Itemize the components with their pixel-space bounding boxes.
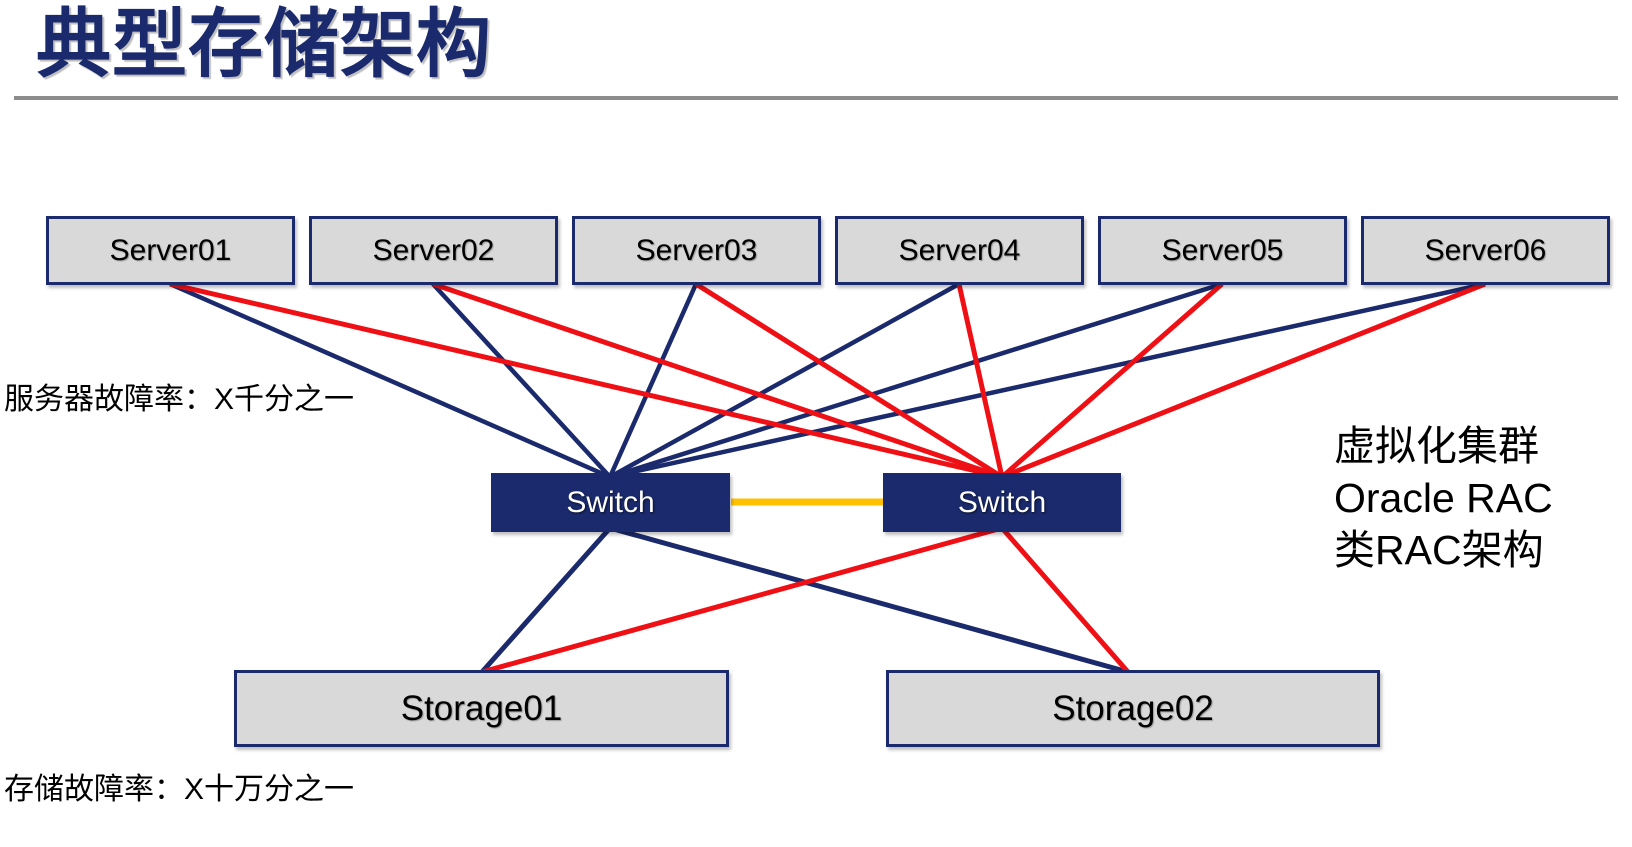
- title-divider: [14, 96, 1618, 100]
- link-server06-switch2: [1001, 281, 1486, 480]
- server-failure-rate-label: 服务器故障率：X千分之一: [4, 383, 355, 416]
- server04-node: Server04: [835, 216, 1084, 285]
- link-server03-switch2: [694, 281, 1004, 480]
- link-server01-switch2: [169, 281, 1003, 480]
- link-switch1-storage02: [609, 525, 1129, 675]
- link-server02-switch2: [432, 281, 1003, 480]
- link-server02-switch1: [431, 282, 612, 479]
- switch1-node: Switch: [491, 473, 730, 532]
- storage01-node: Storage01: [234, 670, 729, 747]
- server05-node: Server05: [1098, 216, 1347, 285]
- link-server04-switch1: [608, 282, 961, 479]
- link-switch2-storage01: [481, 525, 1003, 675]
- link-switch1-storage01: [480, 526, 612, 674]
- server01-node: Server01: [46, 216, 295, 285]
- note-line-rac-like: 类RAC架构: [1334, 527, 1544, 573]
- link-server04-switch2: [956, 283, 1005, 478]
- architecture-note: 虚拟化集群 Oracle RAC 类RAC架构: [1334, 420, 1553, 576]
- server03-node: Server03: [572, 216, 821, 285]
- note-line-oracle-rac: Oracle RAC: [1334, 475, 1553, 521]
- link-switch2-storage02: [1000, 526, 1130, 674]
- page-title: 典型存储架构: [36, 2, 493, 86]
- link-server01-switch1: [169, 281, 611, 480]
- server02-node: Server02: [309, 216, 558, 285]
- link-server06-switch1: [609, 281, 1486, 480]
- switch2-node: Switch: [883, 473, 1121, 532]
- server06-node: Server06: [1361, 216, 1610, 285]
- link-server03-switch1: [607, 283, 699, 478]
- storage-failure-rate-label: 存储故障率：X十万分之一: [4, 773, 355, 806]
- link-server05-switch1: [609, 281, 1223, 480]
- link-server05-switch2: [1000, 282, 1224, 479]
- note-line-virtualization-cluster: 虚拟化集群: [1334, 423, 1539, 469]
- storage02-node: Storage02: [886, 670, 1380, 747]
